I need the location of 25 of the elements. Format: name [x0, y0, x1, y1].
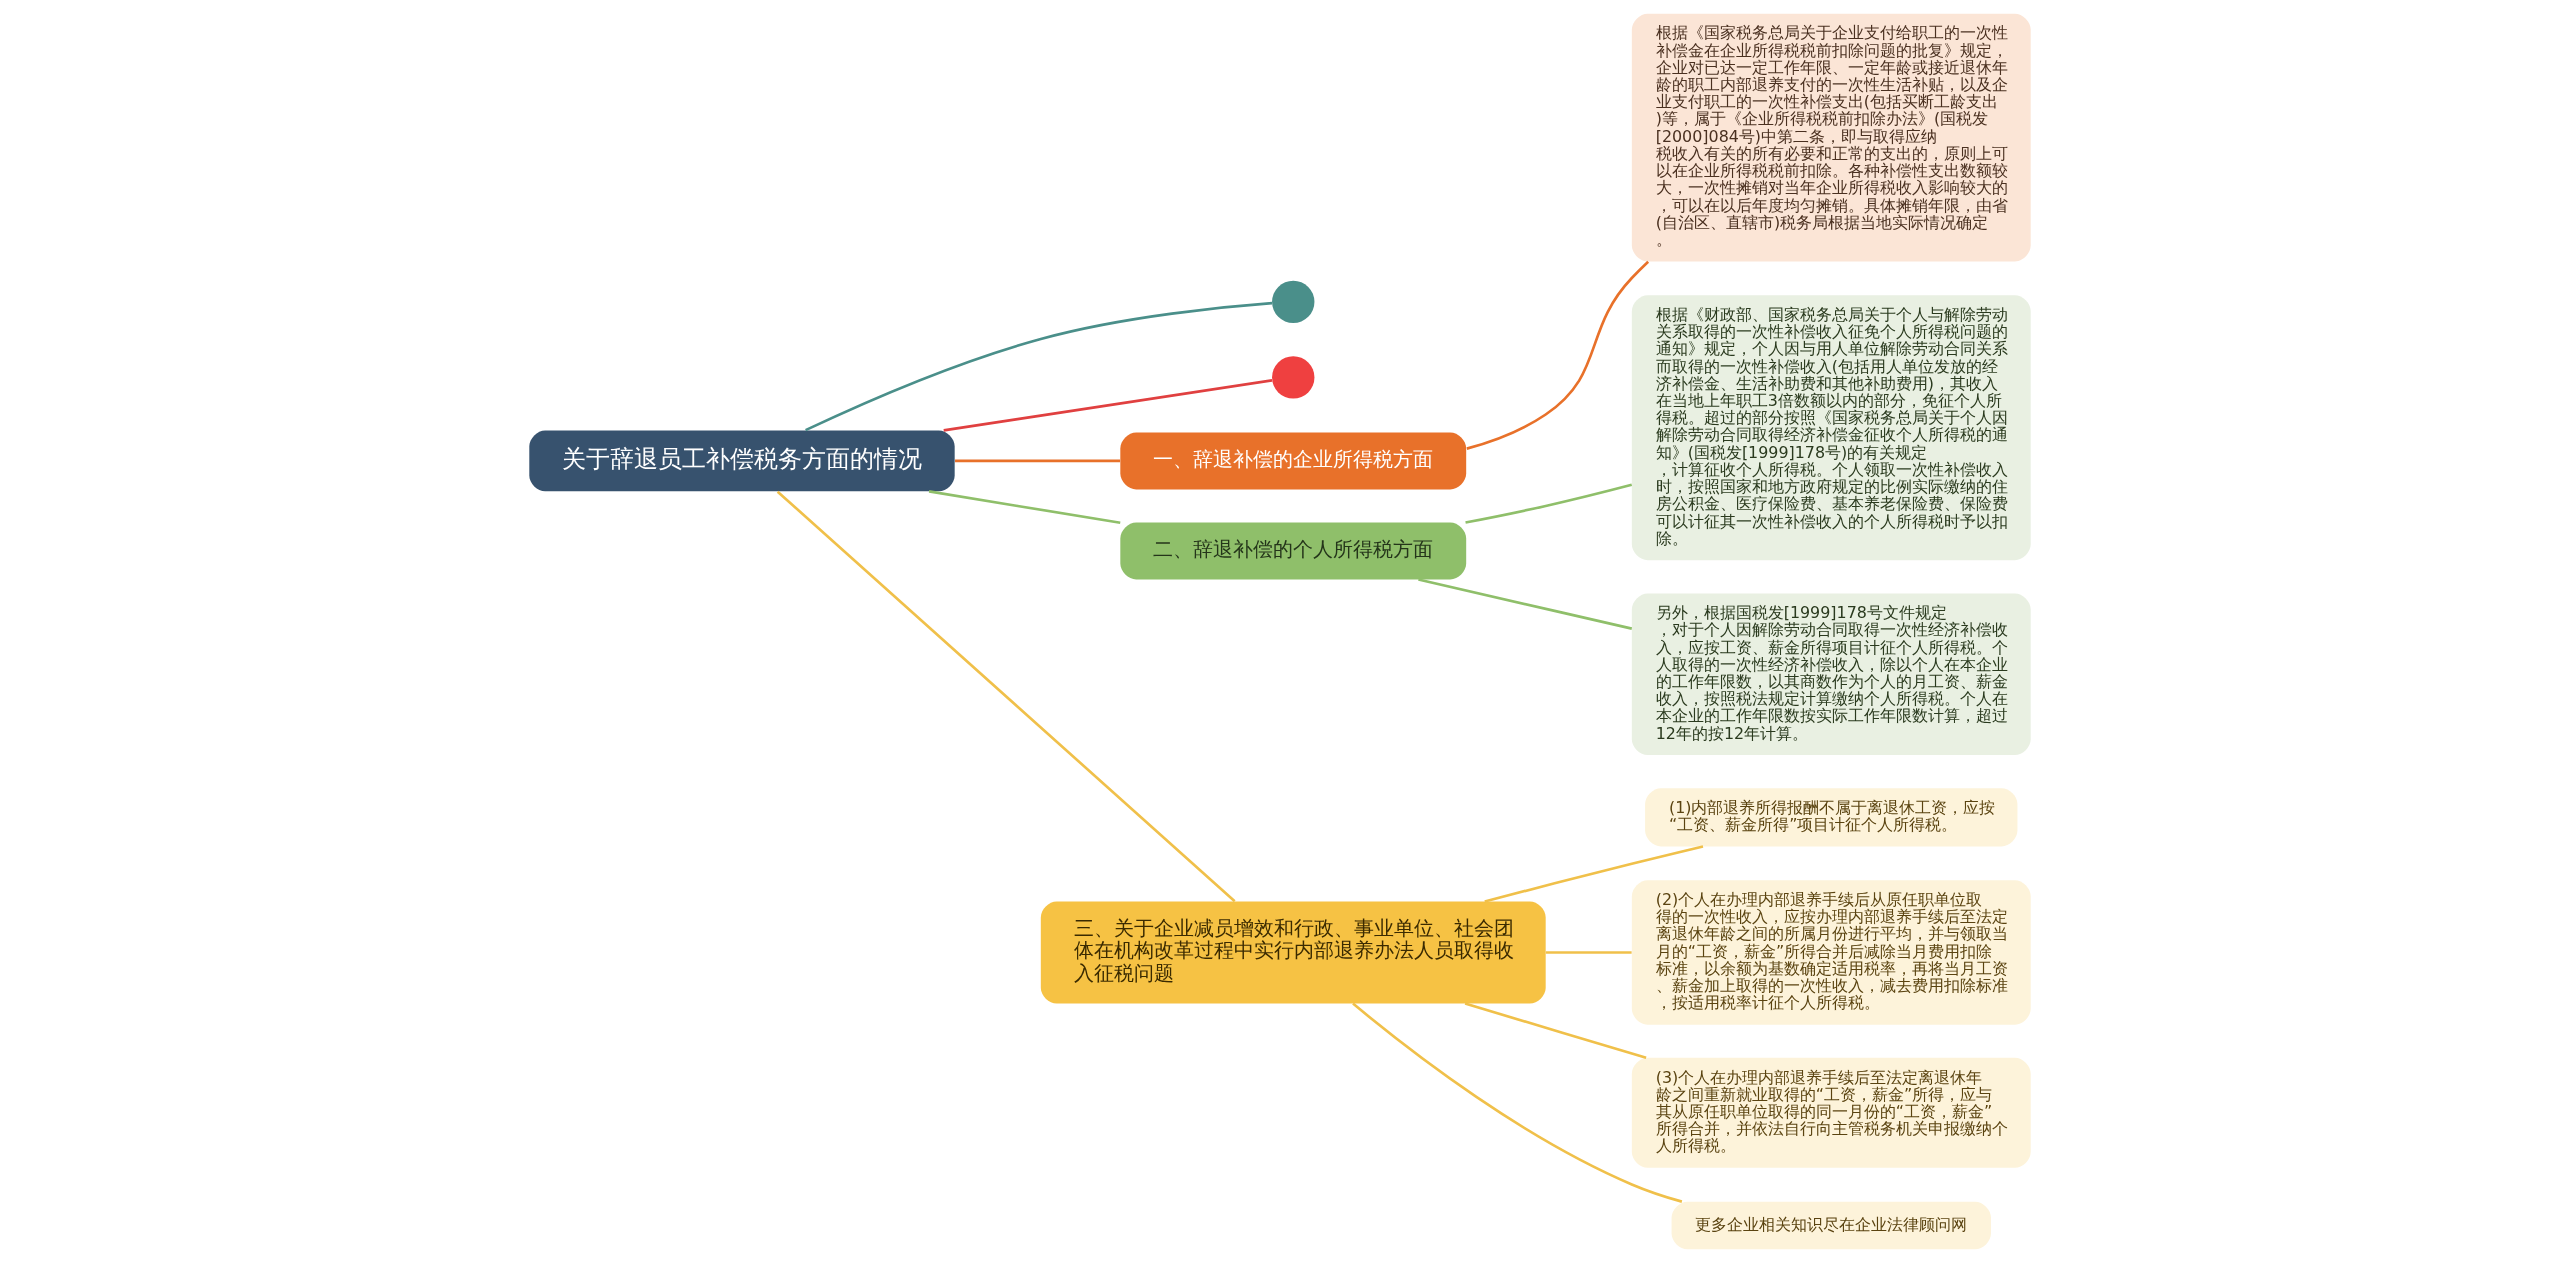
node-box: 更多企业相关知识尽在企业法律顾问网	[1671, 1201, 1991, 1250]
node-box: 另外，根据国税发[1999]178号文件规定，对于个人因解除劳动合同取得一次性经济补偿收入，应按工资、薪金所得项目计征个人所得税。个人取得的一次性经济补偿收入，除以个人在本企业的工作年限数，以其商数作为个人的月工资、薪金收入，按照税法规定计算缴纳个人所得税。个人在本企业的工作年限数按实际工作年限数计算，超过12年的按12年计算。	[1631, 593, 2031, 756]
connector	[1545, 951, 1632, 954]
node-box: 三、关于企业减员增效和行政、事业单位、社会团体在机构改革过程中实行内部退养办法人员取得收入征税问题	[1040, 901, 1546, 1004]
node-box: 根据《财政部、国家税务总局关于个人与解除劳动关系取得的一次性补偿收入征免个人所得税问题的通知》规定，个人因与用人单位解除劳动合同关系而取得的一次性补偿收入(包括用人单位发放的经济补偿金、生活补助费和其他补助费用)，其收入在当地上年职工3倍数额以内的部分，免征个人所得税。超过的部分按照《国家税务总局关于个人因解除劳动合同取得经济补偿金征收个人所得税的通知》(国税发[1999]178号)的有关规定，计算征收个人所得税。个人领取一次性补偿收入时，按照国家和地方政府规定的比例实际缴纳的住房公积金、医疗保险费、基本养老保险费、保险费可以计征其一次性补偿收入的个人所得税时予以扣除。	[1631, 295, 2031, 561]
connector	[1465, 483, 1633, 524]
node-box: (3)个人在办理内部退养手续后至法定离退休年龄之间重新就业取得的“工资，薪金”所得，应与其从原任职单位取得的同一月份的“工资，薪金”所得合并，并依法自行向主管税务机关申报缴纳个人所得税。	[1631, 1057, 2031, 1168]
connector	[928, 490, 1121, 525]
connector	[1484, 845, 1704, 903]
node-box: 二、辞退补偿的个人所得税方面	[1120, 522, 1467, 580]
node-circle	[1272, 356, 1315, 399]
node-box: (2)个人在办理内部退养手续后从原任职单位取得的一次性收入，应按办理内部退养手续后至法定离退休年龄之间的所属月份进行平均，并与领取当月的“工资，薪金”所得合并后减除当月费用扣除标准，以余额为基数确定适用税率，再将当月工资、薪金加上取得的一次性收入，减去费用扣除标准，按适用税率计征个人所得税。	[1631, 880, 2031, 1025]
connector	[805, 301, 1273, 432]
connector	[1352, 1002, 1683, 1203]
node-circle	[1272, 280, 1315, 324]
node-box: 一、辞退补偿的企业所得税方面	[1120, 432, 1467, 490]
node-box: (1)内部退养所得报酬不属于离退休工资，应按“工资、薪金所得”项目计征个人所得税。	[1645, 788, 2018, 847]
connector	[943, 379, 1273, 432]
connector	[1466, 260, 1650, 450]
connector	[776, 490, 1236, 903]
connector	[955, 459, 1121, 463]
node-box: 根据《国家税务总局关于企业支付给职工的一次性补偿金在企业所得税税前扣除问题的批复》规定，企业对已达一定工作年限、一定年龄或接近退休年龄的职工内部退养支付的一次性生活补贴，以及企业支付职工的一次性补偿支出(包括买断工龄支出)等，属于《企业所得税税前扣除办法》(国税发[2000]084号)中第二条，即与取得应纳税收入有关的所有必要和正常的支出的，原则上可以在企业所得税税前扣除。各种补偿性支出数额较大，一次性摊销对当年企业所得税收入影响较大的，可以在以后年度均匀摊销。具体摊销年限，由省(自治区、直辖市)税务局根据当地实际情况确定。	[1631, 13, 2031, 262]
connector	[1464, 1002, 1647, 1060]
connector	[1418, 578, 1633, 630]
node-box: 关于辞退员工补偿税务方面的情况	[529, 430, 955, 492]
